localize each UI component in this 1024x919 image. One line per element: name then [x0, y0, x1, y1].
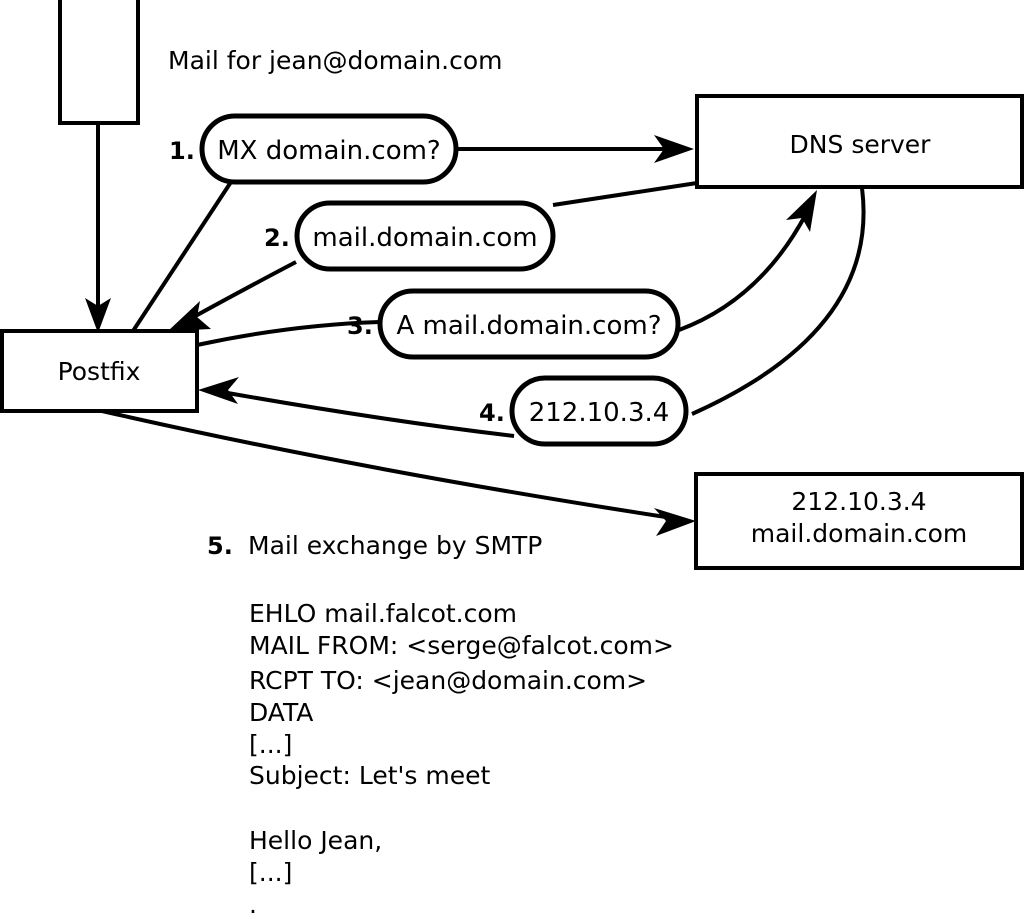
transcript-line: MAIL FROM: <serge@falcot.com>: [249, 631, 674, 660]
arrowhead-sender-to-postfix: [85, 298, 111, 333]
dns-server-label: DNS server: [790, 130, 932, 159]
bubble-step-3-label: A mail.domain.com?: [397, 311, 662, 341]
dns-server-box: [695, 94, 1024, 189]
step-number-5: 5.: [207, 532, 233, 560]
postfix-label: Postfix: [58, 357, 141, 386]
bubble-step-4-label: 212.10.3.4: [529, 398, 670, 428]
arrowhead-step4-to-postfix: [198, 377, 239, 404]
arrowhead-postfix-to-remote: [654, 508, 696, 536]
edge-postfix-to-step3: [196, 320, 380, 347]
step-number-1: 1.: [169, 137, 195, 165]
bubble-step-1-label: MX domain.com?: [217, 136, 440, 166]
edge-step4-to-postfix: [221, 390, 515, 438]
step-number-4: 4.: [479, 399, 505, 427]
page-title: Mail for jean@domain.com: [168, 46, 503, 75]
edge-dns-to-step4: [691, 187, 866, 416]
transcript-line: Subject: Let's meet: [249, 761, 490, 790]
smtp-transcript: EHLO mail.falcot.com MAIL FROM: <serge@f…: [249, 599, 674, 919]
remote-server-ip: 212.10.3.4: [791, 487, 926, 516]
transcript-line: Hello Jean,: [249, 826, 382, 855]
step-5-label: Mail exchange by SMTP: [248, 531, 542, 560]
bubble-step-4: [509, 375, 689, 447]
transcript-line: EHLO mail.falcot.com: [249, 599, 517, 628]
edge-postfix-to-remote: [101, 409, 673, 520]
bubble-step-2: [294, 200, 556, 272]
arrowhead-step2-to-postfix: [168, 301, 211, 331]
transcript-line: [...]: [249, 730, 292, 759]
bubble-step-3: [377, 288, 681, 360]
arrowhead-step1-to-dns: [654, 135, 694, 163]
arrowhead-step3-to-dns: [786, 190, 817, 232]
edge-step2-to-postfix: [187, 260, 297, 322]
sender-box: [58, 0, 140, 125]
transcript-line: RCPT TO: <jean@domain.com>: [249, 666, 647, 695]
transcript-line: DATA: [249, 698, 313, 727]
edge-step3-to-dns: [678, 213, 808, 332]
step-number-3: 3.: [347, 312, 373, 340]
transcript-line: .: [249, 890, 257, 919]
bubble-step-1: [199, 113, 459, 185]
step-number-2: 2.: [264, 224, 290, 252]
postfix-box: [0, 329, 199, 413]
remote-server-host: mail.domain.com: [751, 519, 967, 548]
transcript-line: [...]: [249, 858, 292, 887]
edge-dns-to-step2: [552, 181, 698, 207]
bubble-step-2-label: mail.domain.com: [312, 223, 537, 253]
edge-postfix-to-step1: [131, 180, 233, 333]
